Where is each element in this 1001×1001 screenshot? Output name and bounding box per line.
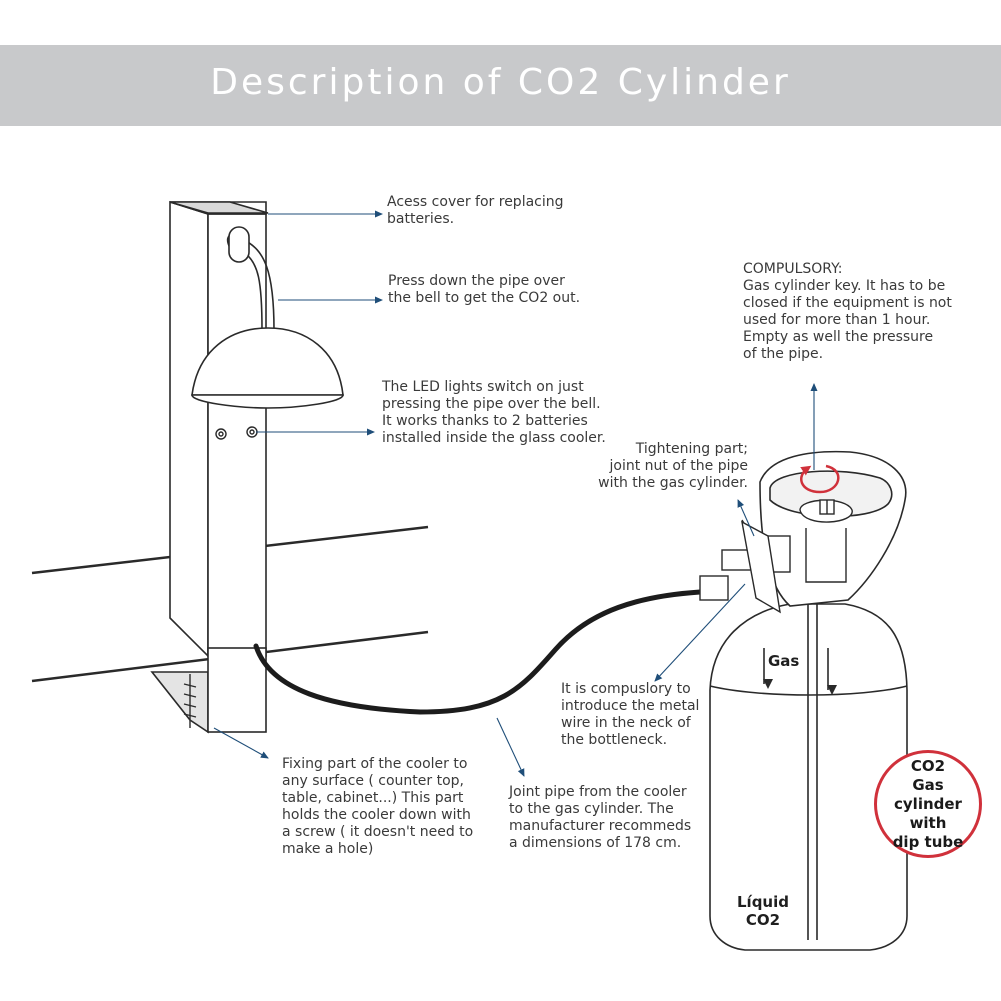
annotation-metal-wire: It is compuslory to introduce the metal … — [561, 681, 700, 748]
tightening-nut — [699, 519, 791, 614]
valve-key — [799, 499, 853, 583]
annotation-fixing-part: Fixing part of the cooler to any surface… — [282, 756, 474, 857]
gas-flow-arrows — [763, 648, 837, 695]
page-title: Description of CO2 Cylinder — [210, 62, 791, 103]
annotation-joint-pipe: Joint pipe from the cooler to the gas cy… — [509, 784, 692, 851]
rotation-arrow-icon — [800, 464, 840, 494]
access-cover — [169, 201, 269, 214]
bell — [191, 327, 344, 409]
joint-hose — [253, 589, 703, 715]
co2-cylinder-badge: CO2 Gas cylinder with dip tube — [874, 750, 982, 858]
liquid-co2-label: Líquid CO2 — [737, 893, 789, 929]
led-indicators — [215, 426, 258, 440]
annotation-access-cover: Acess cover for replacing batteries. — [387, 194, 564, 227]
title-banner: Description of CO2 Cylinder — [0, 45, 1001, 126]
annotation-arrows — [213, 210, 818, 777]
dip-tube — [807, 602, 818, 940]
annotation-compulsory-key: COMPULSORY: Gas cylinder key. It has to … — [743, 261, 952, 362]
badge-label: CO2 Gas cylinder with dip tube — [892, 756, 964, 851]
cooler-base — [150, 647, 267, 734]
annotation-press-pipe: Press down the pipe over the bell to get… — [388, 273, 581, 306]
fixing-screw — [183, 674, 197, 728]
tap-pipe — [226, 226, 275, 331]
annotation-led-lights: The LED lights switch on just pressing t… — [382, 379, 606, 446]
annotation-tightening-part: Tightening part; joint nut of the pipe w… — [598, 441, 748, 491]
gas-label: Gas — [768, 652, 800, 670]
